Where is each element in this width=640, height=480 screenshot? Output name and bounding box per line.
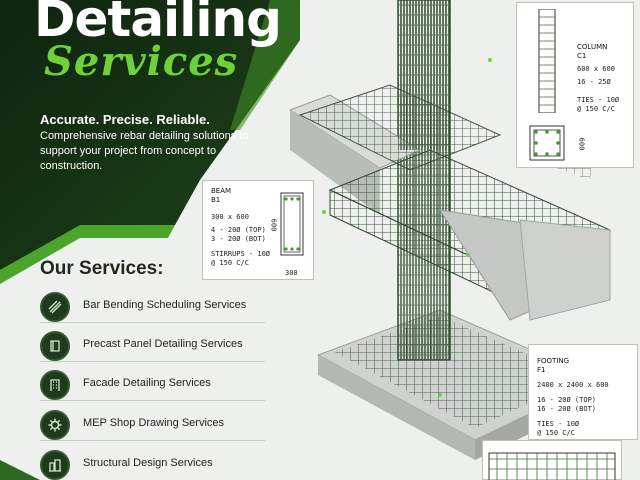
beam-top-bars: 4 - 20Ø (TOP): [211, 226, 266, 234]
footing-title: FOOTING: [537, 357, 570, 365]
footing-section-drawing: [488, 452, 616, 480]
service-label: Precast Panel Detailing Services: [83, 338, 243, 350]
service-item-structural[interactable]: Structural Design Services: [40, 449, 265, 480]
footing-bottom-bars: 16 - 20Ø (BOT): [537, 405, 597, 413]
beam-spacing: @ 150 C/C: [211, 259, 249, 267]
beam-section-drawing: [280, 192, 304, 256]
service-item-bar-bending[interactable]: Bar Bending Scheduling Services: [40, 291, 265, 323]
beam-detail-card: BEAM B1 300 x 600 4 - 20Ø (TOP) 3 - 20Ø …: [202, 180, 314, 280]
service-label: Structural Design Services: [83, 457, 213, 469]
services-heading: Our Services:: [40, 258, 164, 279]
structure-icon: [40, 450, 70, 480]
column-bars: 16 - 25Ø: [577, 78, 611, 86]
column-section-drawing: [529, 125, 565, 161]
footing-top-bars: 16 - 20Ø (TOP): [537, 396, 597, 404]
service-item-precast-panel[interactable]: Precast Panel Detailing Services: [40, 330, 265, 362]
beam-bottom-bars: 3 - 20Ø (BOT): [211, 235, 266, 243]
service-label: Facade Detailing Services: [83, 377, 211, 389]
footing-spacing: @ 150 C/C: [537, 429, 575, 437]
beam-size: 300 x 600: [211, 213, 249, 221]
column-id: C1: [577, 52, 587, 60]
rebar-bars-icon: [40, 292, 70, 322]
beam-dim-height: 600: [269, 218, 278, 232]
service-item-mep[interactable]: MEP Shop Drawing Services: [40, 409, 265, 441]
beam-title: BEAM: [211, 187, 232, 195]
rebar-3d-illustration: [288, 0, 612, 460]
column-spacing: @ 150 C/C: [577, 105, 615, 113]
column-size: 600 x 600: [577, 65, 615, 73]
beam-dim-width: 300: [285, 269, 298, 277]
service-item-facade[interactable]: Facade Detailing Services: [40, 369, 265, 401]
precast-panel-icon: [40, 331, 70, 361]
footing-section-card: [482, 440, 622, 480]
column-detail-card: COLUMN C1 600 x 600 16 - 25Ø TIES - 10Ø …: [516, 2, 634, 168]
page-title: Detailing: [34, 0, 282, 48]
gear-icon: [40, 410, 70, 440]
service-label: Bar Bending Scheduling Services: [83, 299, 247, 311]
footing-id: F1: [537, 366, 546, 374]
service-label: MEP Shop Drawing Services: [83, 417, 225, 429]
column-dim: 600: [577, 137, 586, 151]
column-ties: TIES - 10Ø: [577, 96, 620, 104]
page-subtitle-script: Services: [44, 38, 239, 85]
building-facade-icon: [40, 370, 70, 400]
footing-size: 2400 x 2400 x 600: [537, 381, 609, 389]
description: Comprehensive rebar detailing solutions …: [40, 130, 249, 172]
footing-ties: TIES - 10Ø: [537, 420, 580, 428]
beam-stirrups: STIRRUPS - 10Ø: [211, 250, 271, 258]
tagline: Accurate. Precise. Reliable.: [40, 112, 210, 127]
beam-id: B1: [211, 196, 221, 204]
column-title: COLUMN: [577, 43, 608, 51]
column-elevation-drawing: [538, 9, 556, 113]
footing-detail-card: FOOTING F1 2400 x 2400 x 600 16 - 20Ø (T…: [528, 344, 638, 440]
